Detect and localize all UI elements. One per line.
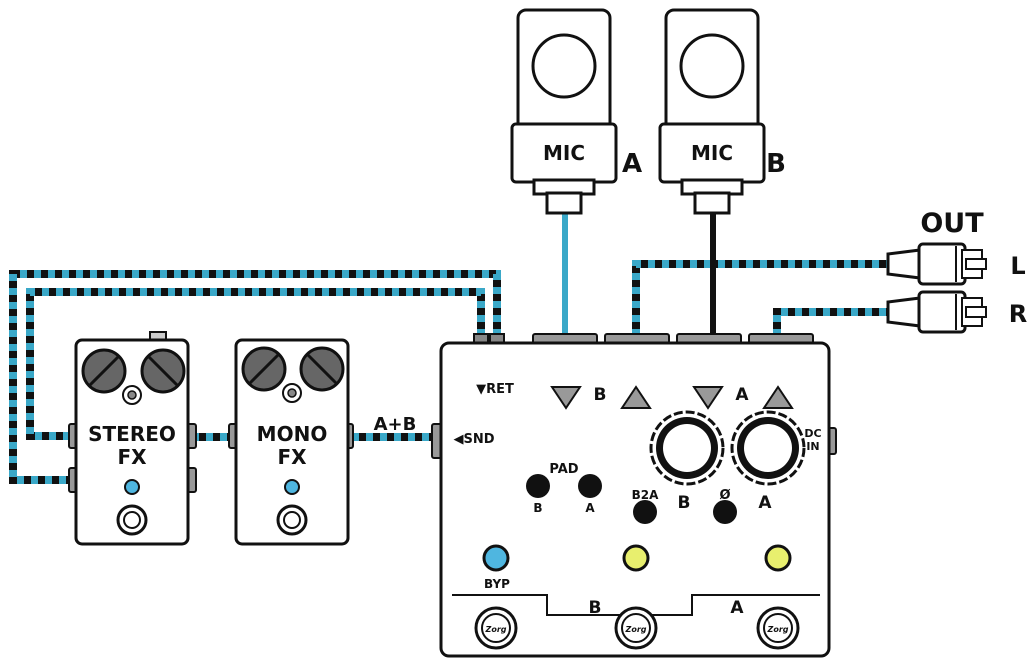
phase-switch[interactable]	[713, 500, 737, 524]
bypass-footswitch[interactable]: Zorg	[474, 606, 518, 650]
footswitch-a-label: A	[730, 598, 744, 618]
channel-b-down-arrow	[550, 386, 582, 410]
snd-label: ◀SND	[453, 432, 494, 447]
b2a-label: B2A	[632, 488, 659, 502]
out-title: OUT	[920, 208, 984, 239]
mic-b-letter: B	[766, 149, 786, 179]
output-jack-right	[886, 290, 987, 334]
channel-b-footswitch-logo: Zorg	[625, 625, 647, 634]
phase-label: Ø	[719, 488, 730, 503]
channel-b-label: B	[594, 385, 607, 405]
b2a-switch[interactable]	[633, 500, 657, 524]
output-jack-left	[886, 242, 987, 286]
pad-a-switch[interactable]	[578, 474, 602, 498]
mic-a-label: MIC	[543, 141, 585, 165]
channel-b-footswitch[interactable]: Zorg	[614, 606, 658, 650]
gain-knob-b[interactable]	[649, 410, 725, 486]
microphone-a: MIC A	[510, 8, 642, 215]
gain-knob-a[interactable]	[730, 410, 806, 486]
mic-a-letter: A	[622, 149, 642, 179]
mono-mini-switch[interactable]	[282, 383, 302, 403]
pad-a-label: A	[585, 501, 595, 515]
output-cable-right	[773, 308, 890, 336]
mono-fx-pedal: MONO FX	[228, 338, 354, 546]
return-cable-inner	[26, 288, 485, 440]
stereo-mini-switch[interactable]	[122, 385, 142, 405]
return-cable-outer	[9, 270, 501, 484]
channel-a-led	[764, 544, 792, 572]
stereo-fx-pedal: STEREO FX	[68, 331, 197, 546]
stereo-footswitch[interactable]	[116, 504, 148, 536]
cables	[9, 212, 890, 484]
send-cable-label: A+B	[374, 414, 417, 435]
dc-in-label-1: DC	[804, 427, 821, 440]
mono-fx-type: FX	[277, 445, 307, 469]
stereo-knob-left[interactable]	[81, 348, 127, 394]
bypass-footswitch-logo: Zorg	[485, 625, 507, 634]
out-right-label: R	[1009, 300, 1027, 328]
pad-label: PAD	[549, 462, 578, 477]
mono-knob-left[interactable]	[241, 346, 287, 392]
stereo-led	[124, 479, 140, 495]
knob-a-label: A	[758, 493, 772, 513]
mono-fx-name: MONO	[257, 422, 328, 446]
channel-a-up-arrow	[762, 385, 794, 409]
channel-a-down-arrow	[692, 386, 724, 410]
footswitch-b-label: B	[589, 598, 602, 618]
channel-b-led	[622, 544, 650, 572]
bypass-led	[482, 544, 510, 572]
mono-knob-right[interactable]	[299, 346, 345, 392]
out-left-label: L	[1010, 252, 1025, 280]
microphone-b: MIC B	[658, 8, 786, 215]
pad-b-switch[interactable]	[526, 474, 550, 498]
dc-in-label-2: IN	[806, 440, 819, 453]
pad-b-label: B	[533, 501, 542, 515]
main-unit: ▼RET ◀SND B A DC IN B A PAD B	[431, 333, 837, 658]
channel-a-footswitch[interactable]: Zorg	[756, 606, 800, 650]
channel-a-footswitch-logo: Zorg	[767, 625, 789, 634]
stereo-fx-name: STEREO	[88, 422, 176, 446]
mono-led	[284, 479, 300, 495]
channel-a-label: A	[735, 385, 749, 405]
ret-label: ▼RET	[476, 382, 514, 397]
mono-footswitch[interactable]	[276, 504, 308, 536]
output-cable-left	[632, 260, 890, 336]
byp-label: BYP	[484, 577, 510, 591]
mic-b-label: MIC	[691, 141, 733, 165]
stereo-knob-right[interactable]	[140, 348, 186, 394]
knob-b-label: B	[678, 493, 691, 513]
stereo-fx-type: FX	[117, 445, 147, 469]
channel-b-up-arrow	[620, 385, 652, 409]
